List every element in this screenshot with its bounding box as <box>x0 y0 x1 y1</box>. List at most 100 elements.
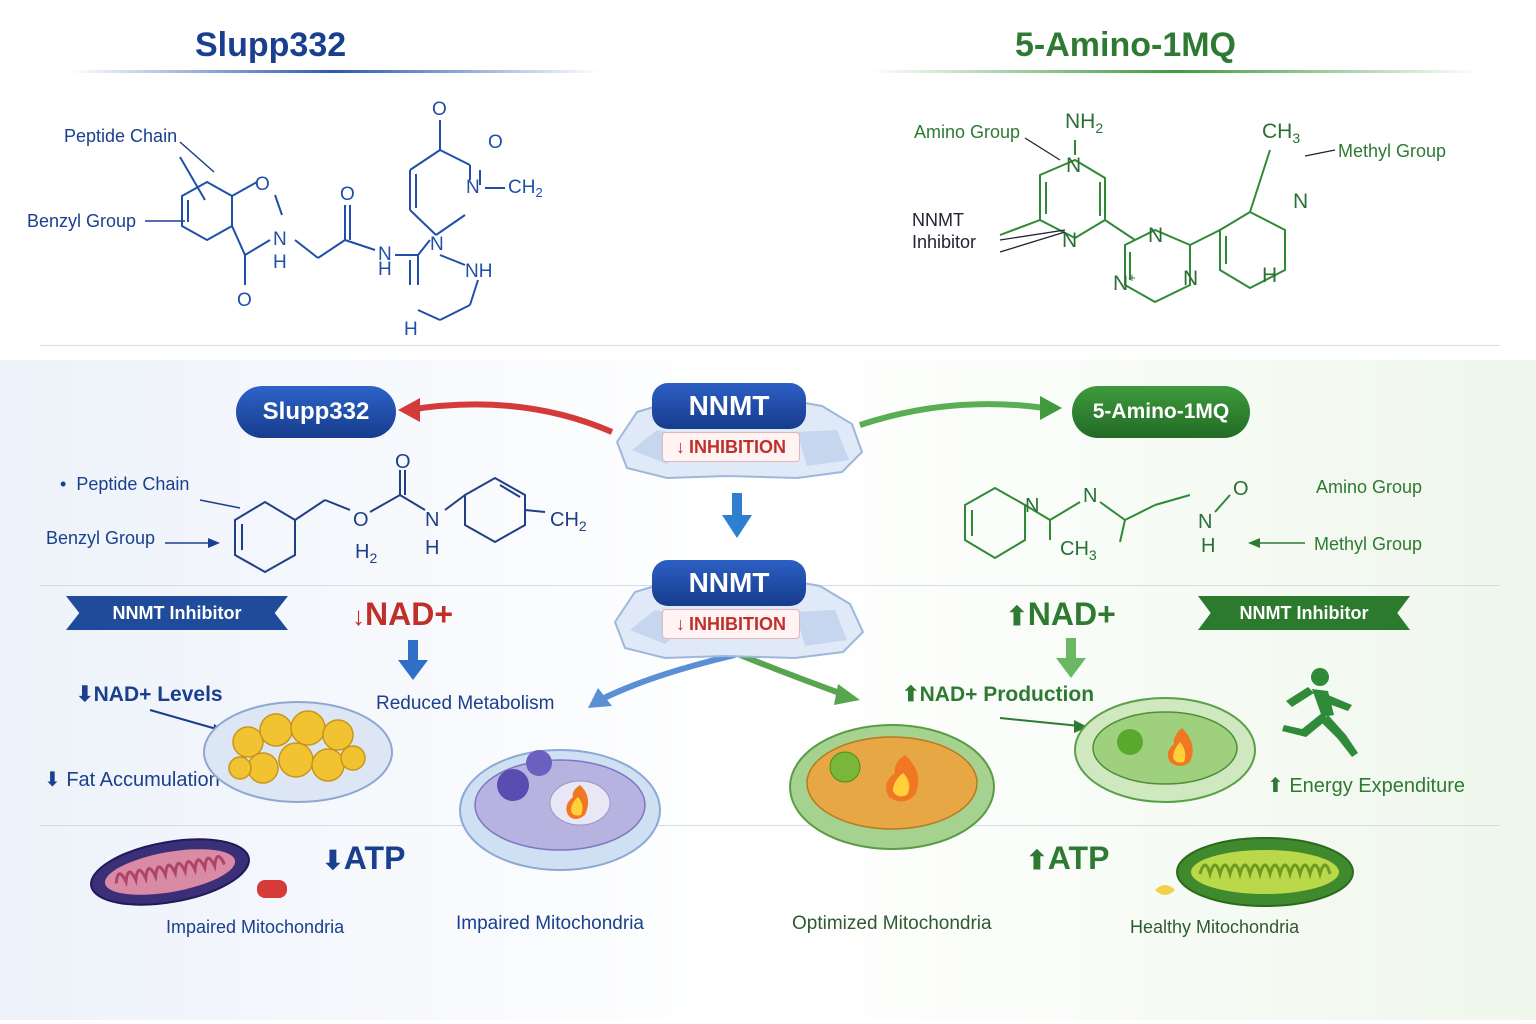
right-nad-up-arrow: ⬆ <box>1006 601 1028 631</box>
right-top-n5: N+ <box>1113 270 1136 295</box>
left-mid-structure: O O N H H2 CH2 <box>234 451 587 574</box>
arrow-to-reduced-metabolism <box>588 688 612 708</box>
left-nad-down-arrow: ↓ <box>352 601 365 631</box>
left-compound-pill: Slupp332 <box>236 386 396 438</box>
left-atp-label: ⬇ATP <box>322 840 405 877</box>
left-mid-peptide-chain: • Peptide Chain <box>60 474 189 495</box>
left-top-o1: O <box>255 174 270 195</box>
right-amino-group-label: Amino Group <box>914 122 1021 142</box>
left-title-underline <box>70 70 600 73</box>
left-top-o4: O <box>432 99 447 120</box>
left-top-n3: N <box>430 234 444 255</box>
left-top-h2: H <box>378 259 392 280</box>
left-benzyl-group-label: Benzyl Group <box>27 211 137 231</box>
right-mid-amino-group: Amino Group <box>1316 477 1423 497</box>
right-nad-production: ⬆NAD+ Production <box>902 682 1094 707</box>
right-healthy-mitochondria-icon <box>1155 837 1354 907</box>
right-mito-label-1: Optimized Mitochondria <box>792 913 992 934</box>
right-atp-text: ATP <box>1047 840 1110 876</box>
right-mid-structure: N N N O H CH3 <box>964 478 1249 563</box>
arrow-to-nad-production <box>834 684 860 705</box>
nad-production-text: NAD+ Production <box>919 683 1095 706</box>
left-mid-benzyl-group: Benzyl Group <box>46 528 156 548</box>
left-title: Slupp332 <box>195 26 347 64</box>
nad-levels-text: NAD+ Levels <box>93 683 223 706</box>
right-nad-label: ⬆NAD+ <box>1006 596 1116 633</box>
right-mid-o: O <box>1233 478 1249 500</box>
left-top-n4: N <box>466 177 480 198</box>
runner-icon <box>1282 668 1358 757</box>
arrow-down-right-nad <box>1056 658 1086 678</box>
left-cell-illustration <box>459 749 661 871</box>
reduced-metabolism-label: Reduced Metabolism <box>376 693 555 714</box>
right-mid-methyl-group: Methyl Group <box>1314 534 1423 554</box>
inhibition-down-arrow-2: ↓ <box>676 613 685 634</box>
right-background-band <box>776 360 1536 1020</box>
left-nad-label: ↓NAD+ <box>352 596 453 633</box>
bullet-dot: • <box>60 474 77 494</box>
inhibition-label-2: ↓INHIBITION <box>662 609 800 639</box>
right-top-n2: N <box>1062 229 1077 252</box>
right-top-n6: N <box>1293 190 1308 213</box>
right-nnmt-inhibitor-label-line2: Inhibitor <box>912 232 977 252</box>
right-top-n3: N <box>1148 224 1163 247</box>
arrow-down-left-nad <box>398 660 428 680</box>
right-mito-label-2: Healthy Mitochondria <box>1130 917 1300 937</box>
arrow-to-slupp332 <box>398 398 420 422</box>
arrow-to-5amino <box>1040 396 1062 420</box>
nnmt-badge-1: NNMT <box>652 383 806 429</box>
left-top-n2: N <box>378 244 392 265</box>
left-mid-h2: H2 <box>355 541 377 566</box>
right-top-ch3: CH3 <box>1262 120 1300 146</box>
arrow-down-center <box>722 515 752 538</box>
right-top-structure: NH2 N N N N N+ N H CH3 <box>999 110 1336 304</box>
nad-production-up-arrow: ⬆ <box>902 683 920 706</box>
left-mid-h: H <box>425 537 439 559</box>
right-mid-n1: N <box>1025 495 1039 517</box>
left-top-o2: O <box>237 290 252 311</box>
left-nnmt-inhibitor-ribbon: NNMT Inhibitor <box>66 596 288 630</box>
right-top-h: H <box>1262 264 1277 287</box>
left-impaired-mitochondria-icon <box>90 838 287 906</box>
left-top-ch2: CH2 <box>508 177 543 200</box>
left-fat-accumulation: ⬇ Fat Accumulation <box>44 767 220 792</box>
left-nad-levels: ⬇NAD+ Levels <box>76 682 223 707</box>
fat-cell-illustration <box>203 701 393 803</box>
energy-text: Energy Expenditure <box>1289 775 1465 797</box>
right-methyl-group-label: Methyl Group <box>1338 141 1447 161</box>
right-compound-pill: 5-Amino-1MQ <box>1072 386 1250 438</box>
separator-low <box>40 825 1500 826</box>
right-mid-n3: N <box>1198 511 1212 533</box>
inhibition-text-2: INHIBITION <box>689 613 786 634</box>
left-top-n1: N <box>273 229 287 250</box>
inhibition-label-1: ↓INHIBITION <box>662 432 800 462</box>
left-mid-n: N <box>425 509 439 531</box>
right-mid-n2: N <box>1083 485 1097 507</box>
right-top-n4: N <box>1183 267 1198 290</box>
right-nnmt-inhibitor-ribbon: NNMT Inhibitor <box>1198 596 1410 630</box>
energy-up-arrow: ⬆ <box>1267 775 1290 797</box>
atp-up-arrow: ⬆ <box>1026 845 1048 875</box>
right-title: 5-Amino-1MQ <box>1015 26 1236 64</box>
left-atp-text: ATP <box>343 840 406 876</box>
atp-down-arrow: ⬇ <box>322 845 344 875</box>
nad-levels-down-arrow: ⬇ <box>76 683 94 706</box>
left-top-o3: O <box>340 184 355 205</box>
inhibition-text-1: INHIBITION <box>689 436 786 457</box>
inhibition-down-arrow-1: ↓ <box>676 436 685 457</box>
left-mito-label-2: Impaired Mitochondria <box>456 913 644 934</box>
right-mid-ch3: CH3 <box>1060 538 1097 563</box>
right-healthy-cell-illustration <box>1074 697 1256 803</box>
fat-down-arrow: ⬇ <box>44 769 67 791</box>
right-title-underline <box>870 70 1480 73</box>
left-top-structure: O O O O O N N N N H H H NH CH2 <box>145 99 543 340</box>
left-mid-ch2: CH2 <box>550 509 587 534</box>
nnmt-badge-2: NNMT <box>652 560 806 606</box>
right-mid-h: H <box>1201 535 1215 557</box>
right-atp-label: ⬆ATP <box>1026 840 1109 877</box>
right-optimized-cell-illustration <box>789 724 995 850</box>
left-top-o5: O <box>488 132 503 153</box>
right-top-nh2: NH2 <box>1065 110 1103 136</box>
left-mid-o2: O <box>395 451 411 473</box>
fat-text: Fat Accumulation <box>66 769 220 791</box>
